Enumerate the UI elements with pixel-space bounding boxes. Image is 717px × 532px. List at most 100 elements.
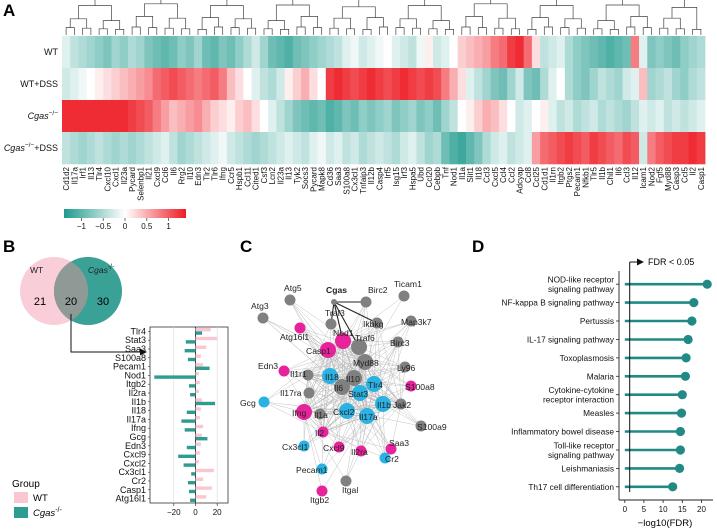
heatmap-cell [432,132,442,165]
heatmap-cell [243,68,252,101]
heatmap-cell [498,36,508,69]
dendrogram-branch [164,27,174,35]
heatmap-cell [111,36,121,69]
heatmap-cell [449,68,459,101]
heatmap-cell [408,36,417,69]
heatmap-cell [218,100,228,133]
network-edge [382,403,386,459]
heatmap-cell [432,68,442,101]
network-edge [322,349,329,433]
heatmap-cell [416,36,426,69]
network-node-label: Traf3 [325,308,345,318]
heatmap-cell [498,100,508,133]
heatmap-column-label: Csf3 [260,166,269,183]
network-edge [364,361,412,387]
panel-letter-c: C [240,237,252,256]
heatmap-cell [169,68,178,101]
network-node-label: Il1a [314,410,328,420]
heatmap-cell [639,68,648,101]
heatmap-cell [177,132,187,165]
heatmap-cell [202,100,211,133]
network-node-label: Nod1 [333,328,354,338]
heatmap-cell [696,100,706,133]
lollipop-stems [624,279,712,492]
heatmap-cell [276,132,285,165]
heatmap-cell [367,132,376,165]
heatmap-cell [490,132,500,165]
heatmap-column-label: Il23a [277,166,286,184]
dendrogram-branch [362,29,372,35]
bar-category-label: Casp1 [120,485,146,495]
row-label-sup: −/− [49,110,59,117]
heatmap-cell [301,100,310,133]
network-node [405,315,417,327]
pathway-label-line: Toll-like receptor [554,440,615,450]
heatmap-cell [474,36,483,69]
heatmap-cell [548,68,558,101]
heatmap-cell [243,100,252,133]
heatmap-column-label: Nod2 [647,166,656,186]
network-edge-cgas [333,301,360,348]
network-node-label: Il1r1 [290,369,307,379]
network-edge [345,392,361,482]
bar-cgas [187,357,196,362]
heatmap-cell [160,132,170,165]
colorbar-tick-label: 1 [166,222,171,231]
heatmap-cell [284,36,294,69]
heatmap-cell [639,132,648,165]
network-edge [338,392,361,448]
heatmap-cell [465,132,475,165]
dendrogram-branch [395,27,405,35]
heatmap-cell [672,68,681,101]
lollipop-head [689,298,699,308]
heatmap-cell [589,100,599,133]
network-node-label: Il6 [334,383,343,393]
heatmap-cell [70,36,79,69]
heatmap-column-label: Cited1 [252,166,261,190]
network-edge [342,340,399,343]
heatmap-cell [647,100,656,133]
network-edge [307,361,366,376]
dendrogram-branch [597,20,615,30]
network-edge [299,327,375,385]
heatmap-column-label: Cxcl5 [491,166,500,187]
bar-wt [195,380,200,385]
network-edge [390,403,402,450]
heatmap-cell [482,68,492,101]
dendrogram-branch [560,27,570,35]
heatmap-cell [342,100,351,133]
colorbar-tick-label: −1 [77,222,87,231]
network-node [334,379,350,395]
heatmap-cell [449,36,459,69]
heatmap-cell [202,68,211,101]
dendrogram-branch [210,5,244,19]
heatmap-cell [317,68,327,101]
heatmap-cell [630,100,640,133]
bar-cgas [186,410,196,414]
lollipop-x-tick-label: 0 [623,505,628,514]
heatmap-column-label: Il18 [474,166,483,179]
heatmap-cell [391,132,401,165]
heatmap-cell [94,132,104,165]
network-node-label: Cx3cl1 [282,442,308,452]
heatmap-column-label: Cxcl1 [112,166,121,187]
heatmap-cell [474,68,483,101]
heatmap-cell [226,132,236,165]
network-node [278,365,290,377]
bar-x-tick-label: −20 [167,508,181,517]
heatmap-cell [292,100,302,133]
pathway-label: NF-kappa B signaling pathway [501,298,614,308]
heatmap-cell [647,132,656,165]
network-node [415,420,427,432]
heatmap-cell [556,36,566,69]
heatmap-cell [614,132,623,165]
network-node-label: S100a8 [405,382,435,392]
bar-cgas [190,393,196,397]
pathway-label-line: receptor interaction [543,395,614,405]
heatmap-cell [482,132,492,165]
heatmap-cell [457,100,467,133]
heatmap-cell [597,100,607,133]
heatmap-column-label: Tlr6 [211,166,220,180]
heatmap-cell [432,36,442,69]
